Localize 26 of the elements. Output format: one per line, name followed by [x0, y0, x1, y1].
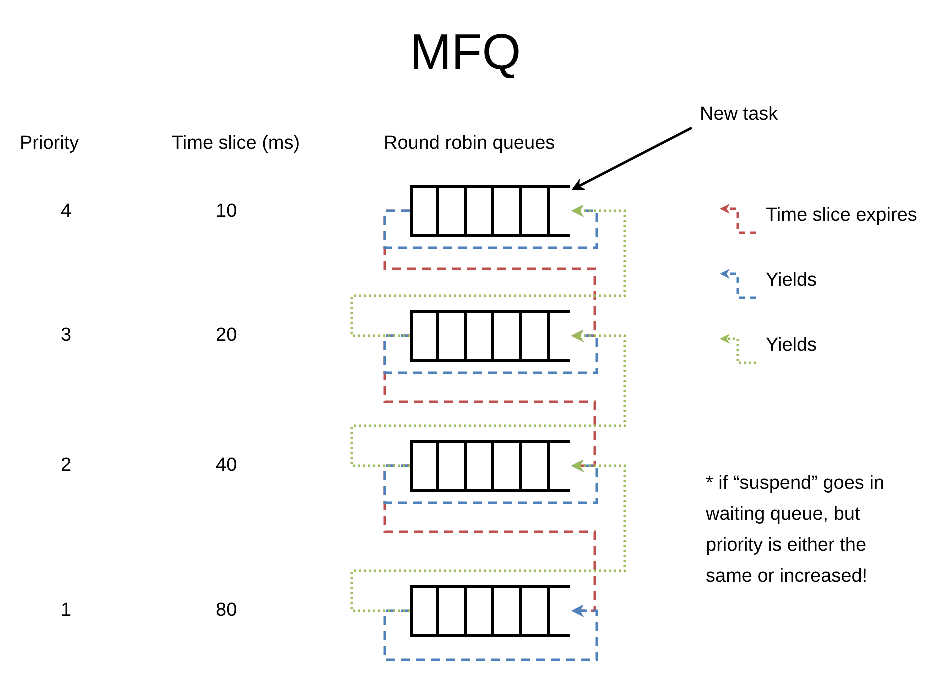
- queue-drawing: [410, 185, 570, 237]
- column-header: Round robin queues: [384, 133, 556, 156]
- arrow: [350, 330, 626, 468]
- legend-label: Yields: [766, 335, 818, 358]
- priority-value: 3: [61, 325, 72, 348]
- time-slice-value: 20: [216, 325, 238, 348]
- priority-value: 1: [61, 600, 72, 623]
- legend-label: Time slice expires: [766, 205, 918, 228]
- column-header: Priority: [20, 133, 80, 156]
- column-header: Time slice (ms): [172, 133, 300, 156]
- queue-drawing: [410, 585, 570, 637]
- diagram-title: MFQ: [410, 23, 522, 82]
- queue-drawing: [410, 440, 570, 492]
- arrow: [572, 126, 693, 190]
- time-slice-value: 10: [216, 201, 238, 224]
- arrow: [350, 460, 626, 612]
- time-slice-value: 40: [216, 455, 238, 478]
- priority-value: 4: [61, 201, 72, 224]
- time-slice-value: 80: [216, 600, 238, 623]
- footnote: * if “suspend” goes in waiting queue, but priority is either the same or increased!: [706, 472, 886, 589]
- arrow: [384, 604, 598, 662]
- legend-label: Yields: [766, 270, 818, 293]
- queue-drawing: [410, 310, 570, 362]
- priority-value: 2: [61, 455, 72, 478]
- node-label: New task: [700, 104, 778, 127]
- arrow: [350, 204, 626, 338]
